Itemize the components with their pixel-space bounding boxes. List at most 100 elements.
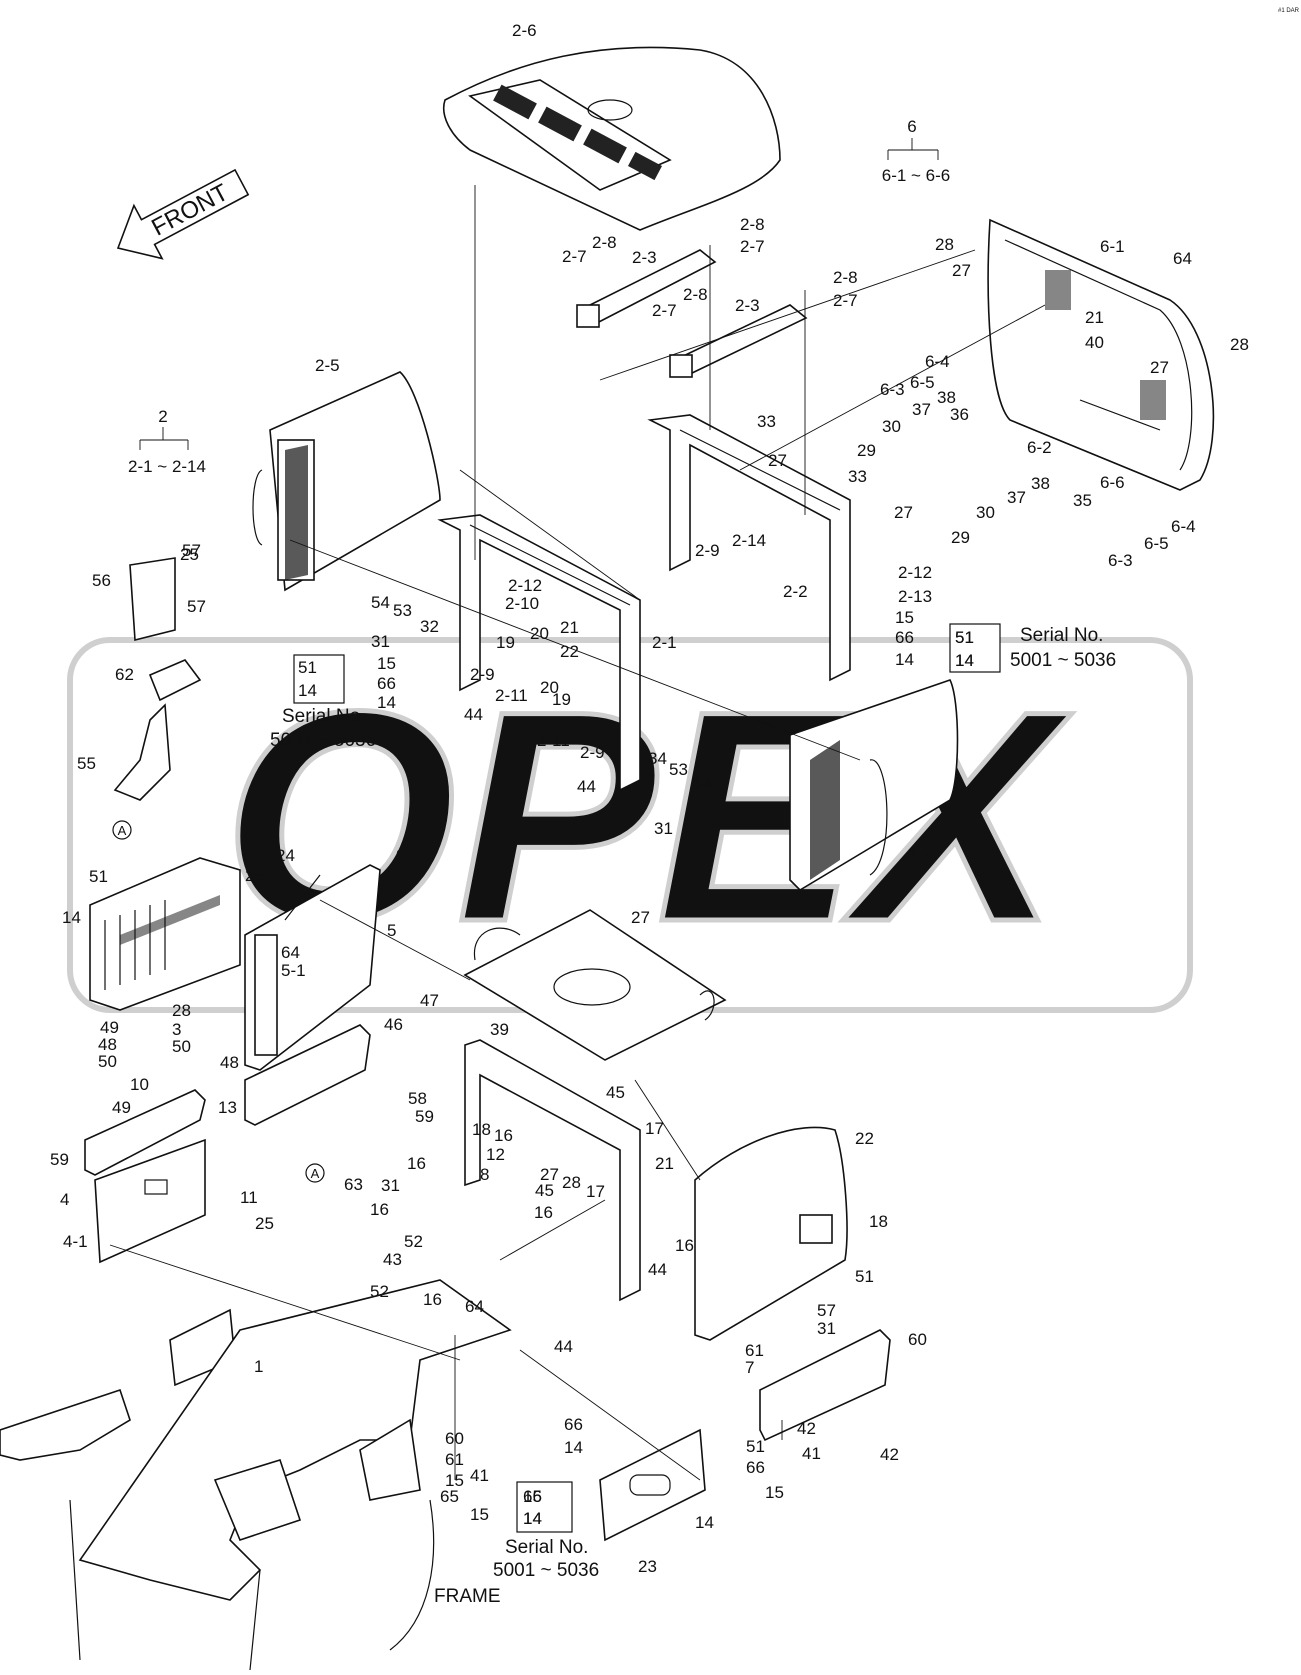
label: 16 (675, 1236, 694, 1255)
door-5 (244, 864, 381, 1071)
label: 6-6 (1100, 473, 1125, 492)
corner-mark: #1 DAR (1278, 8, 1300, 14)
label: 14 (377, 693, 396, 712)
label: 2-11 (495, 686, 528, 705)
label: 43 (383, 1250, 402, 1269)
label: 24 (276, 846, 295, 865)
label: 16 (370, 1200, 389, 1219)
label: 31 (817, 1319, 836, 1338)
label: 58 (408, 1089, 427, 1108)
label: 64 (281, 943, 300, 962)
label: 2-10 (505, 594, 539, 613)
label: 2-1 (652, 633, 677, 652)
label: 54 (693, 774, 712, 793)
frame-2-2 (647, 414, 851, 682)
label: 66 (746, 1458, 765, 1477)
label: 12 (486, 1145, 505, 1164)
label: 61 (745, 1341, 764, 1360)
label: 8 (480, 1165, 489, 1184)
inset-c-part: 15 (523, 1487, 542, 1506)
label: 53 (393, 601, 412, 620)
label: 59 (415, 1107, 434, 1126)
label: 27 (540, 1165, 559, 1184)
top-plate-3 (463, 909, 727, 1061)
label: 14 (955, 651, 974, 670)
label: 4 (60, 1190, 69, 1209)
serial-range-2: 5001 ~ 5036 (270, 730, 376, 751)
bracket-2-3-lower (669, 304, 808, 378)
label: 17 (645, 1119, 664, 1138)
label: 2-6 (512, 21, 537, 40)
label: 26 (245, 866, 264, 885)
label: 51 (955, 628, 974, 647)
inset-b-part-2: 14 (298, 681, 317, 700)
frame-2-1 (437, 514, 641, 792)
label: 41 (470, 1466, 489, 1485)
grille-9 (89, 857, 241, 1011)
label: 53 (669, 760, 688, 779)
side-panel-left (252, 371, 441, 592)
label: 61 (445, 1450, 464, 1469)
label: 37 (1007, 488, 1026, 507)
label: 4-1 (63, 1232, 88, 1251)
label: 23 (638, 1557, 657, 1576)
label: 2-13 (898, 587, 932, 606)
label: 28 (1230, 335, 1249, 354)
group-2-number: 2 (158, 407, 167, 426)
inset-b-part: 14 (955, 651, 974, 670)
label: 34 (648, 749, 667, 768)
label: 5 (387, 921, 396, 940)
label: 2-3 (632, 248, 657, 267)
label: 11 (240, 1188, 258, 1207)
label: 54 (371, 593, 390, 612)
label: 2-12 (898, 563, 932, 582)
label: 6-5 (910, 373, 935, 392)
rail-8 (244, 1024, 371, 1126)
rail-12 (84, 1089, 206, 1176)
label: 17 (586, 1182, 605, 1201)
group-6-header: 6 6-1 ~ 6-6 (882, 117, 951, 185)
callout-a-left: A (112, 820, 132, 840)
label: 33 (848, 467, 867, 486)
svg-text:A: A (311, 1166, 320, 1181)
label: 2-9 (695, 541, 720, 560)
label: 29 (951, 528, 970, 547)
label: 20 (540, 678, 559, 697)
serial-inset-bottom: 15 14 Serial No. 5001 ~ 5036 (493, 1481, 599, 1581)
label: 15 (377, 654, 396, 673)
label: 7 (745, 1358, 754, 1377)
label: 6-4 (1171, 517, 1196, 536)
label: 25 (255, 1214, 274, 1233)
label: 2-9 (580, 743, 605, 762)
label: 25 (180, 545, 199, 564)
label: 15 (470, 1505, 489, 1524)
panel-10 (599, 1428, 706, 1542)
serial-range-1: 5001 ~ 5036 (1010, 650, 1116, 671)
label: 16 (494, 1126, 513, 1145)
label: 2-2 (783, 582, 808, 601)
base-frame (0, 1279, 512, 1671)
label: 66 (895, 628, 914, 647)
label: 64 (1173, 249, 1192, 268)
label: 15 (895, 608, 914, 627)
label: 51 (746, 1437, 765, 1456)
label: 40 (1085, 333, 1104, 352)
frame-label: FRAME (434, 1586, 501, 1607)
label: 15 (445, 1471, 464, 1490)
panel-11 (94, 1138, 206, 1264)
label: 2-8 (740, 215, 765, 234)
label: 57 (187, 597, 206, 616)
label: 14 (895, 650, 914, 669)
serial-range-3: 5001 ~ 5036 (493, 1560, 599, 1581)
label: 62 (115, 665, 134, 684)
label: 56 (92, 571, 111, 590)
label: 49 (100, 1018, 119, 1037)
label: 66 (564, 1415, 583, 1434)
label: 14 (523, 1509, 542, 1528)
leader-lines (109, 185, 1046, 1481)
group-6-range: 6-1 ~ 6-6 (882, 166, 951, 185)
label: 39 (490, 1020, 509, 1039)
label: 2-8 (833, 268, 858, 287)
label: 14 (62, 908, 81, 927)
serial-inset-middle-left: 51 14 Serial No. 5001 ~ 5036 (270, 654, 376, 751)
